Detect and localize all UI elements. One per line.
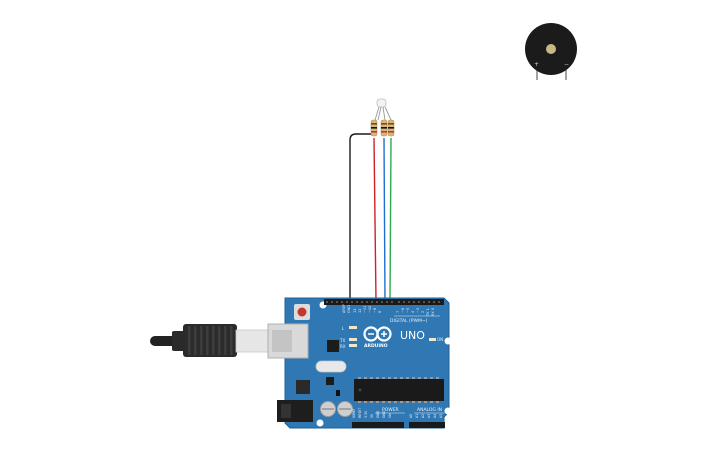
analog-pin-a5: A5 <box>439 414 443 418</box>
pin-3-label: ~3 <box>416 308 420 313</box>
reset-button-cap[interactable] <box>297 307 307 317</box>
usb-cable[interactable] <box>150 324 269 357</box>
analog-pin-a4: A4 <box>433 414 437 418</box>
usb-plug-body <box>183 324 237 357</box>
analog-pin-a3: A3 <box>427 414 431 418</box>
wire-blue[interactable] <box>383 137 386 302</box>
analog-pin-a1: A1 <box>415 414 419 418</box>
buzzer-center <box>546 44 556 54</box>
arduino-uno-board[interactable]: AREF GND 13 12 ~11 ~10 ~9 8 7 ~6 ~5 4 ~3… <box>267 297 452 429</box>
on-led-label: ON <box>437 337 443 342</box>
wires <box>349 133 392 302</box>
analog-in-label: ANALOG IN <box>417 407 442 413</box>
analog-pin-a2: A2 <box>421 414 425 418</box>
pin-9-label: ~9 <box>373 308 377 313</box>
analog-header[interactable] <box>409 422 445 428</box>
pin-rx-label: RX 0 <box>431 308 435 316</box>
power-pin-gnd1: GND <box>376 410 380 418</box>
power-pin-3v3: 3.3V <box>364 410 368 418</box>
piezo-buzzer[interactable]: + − <box>525 23 577 80</box>
led-leg-1 <box>374 106 380 121</box>
digital-pwm-label: DIGITAL (PWM~) <box>390 318 428 324</box>
aref-label: AREF <box>342 304 346 313</box>
voltage-regulator <box>296 380 310 394</box>
led-dome <box>376 98 387 108</box>
usb-chip <box>327 340 339 352</box>
board-model-label: UNO <box>400 329 425 342</box>
tx-led-label: TX <box>339 338 345 343</box>
pin-7-label: 7 <box>396 311 400 313</box>
atmega-microcontroller <box>354 379 444 401</box>
usb-strain-relief <box>172 331 186 351</box>
rgb-led[interactable] <box>374 98 392 121</box>
power-label: POWER <box>382 407 399 413</box>
pin-6-label: ~6 <box>401 308 405 313</box>
buzzer-minus-label: − <box>564 61 569 68</box>
pin-12-label: 12 <box>358 309 362 313</box>
analog-pin-a0: A0 <box>409 414 413 418</box>
gnd-label: GND <box>347 305 351 313</box>
mount-hole <box>444 337 452 345</box>
rx-led <box>349 344 357 347</box>
digital-header[interactable] <box>324 299 444 305</box>
buzzer-plus-label: + <box>534 61 539 68</box>
led-leg-4 <box>384 106 392 121</box>
power-pin-vin: Vin <box>388 413 392 418</box>
on-led <box>429 338 436 341</box>
resistor-blue[interactable] <box>380 119 388 137</box>
pin-4-label: 4 <box>411 310 415 313</box>
pin-11-label: ~11 <box>363 306 367 313</box>
resistor-red[interactable] <box>370 119 378 137</box>
digital-header-pins <box>326 301 440 303</box>
tx-led <box>349 338 357 341</box>
pin-8-label: 8 <box>378 311 382 313</box>
pin-2-label: 2 <box>421 311 425 313</box>
crystal-oscillator <box>315 360 347 373</box>
pin-13-label: 13 <box>353 309 357 313</box>
pin-tx-label: TX 1 <box>426 308 430 317</box>
pin-5-label: ~5 <box>406 308 410 313</box>
mount-hole <box>444 407 452 415</box>
arduino-logo <box>363 326 392 342</box>
power-pin-ioref: IOREF <box>352 408 356 418</box>
rx-led-label: RX <box>340 344 346 349</box>
wire-red[interactable] <box>373 137 377 302</box>
power-header[interactable] <box>352 422 404 428</box>
power-pin-gnd2: GND <box>382 410 386 418</box>
led-leg-2 <box>377 106 382 121</box>
power-pin-5v: 5V <box>370 413 374 418</box>
led-leg-3 <box>382 106 386 121</box>
arduino-logo-text: ARDUINO <box>364 343 388 349</box>
power-pin-reset: RESET <box>358 408 362 418</box>
mount-hole <box>316 419 324 427</box>
usb-plug-metal <box>235 329 269 353</box>
wire-ground[interactable] <box>349 133 374 301</box>
resistor-green[interactable] <box>387 119 395 137</box>
pin-10-label: ~10 <box>368 306 372 313</box>
l-led <box>349 326 357 329</box>
wire-green[interactable] <box>389 137 392 302</box>
l-led-label: L <box>342 326 345 331</box>
